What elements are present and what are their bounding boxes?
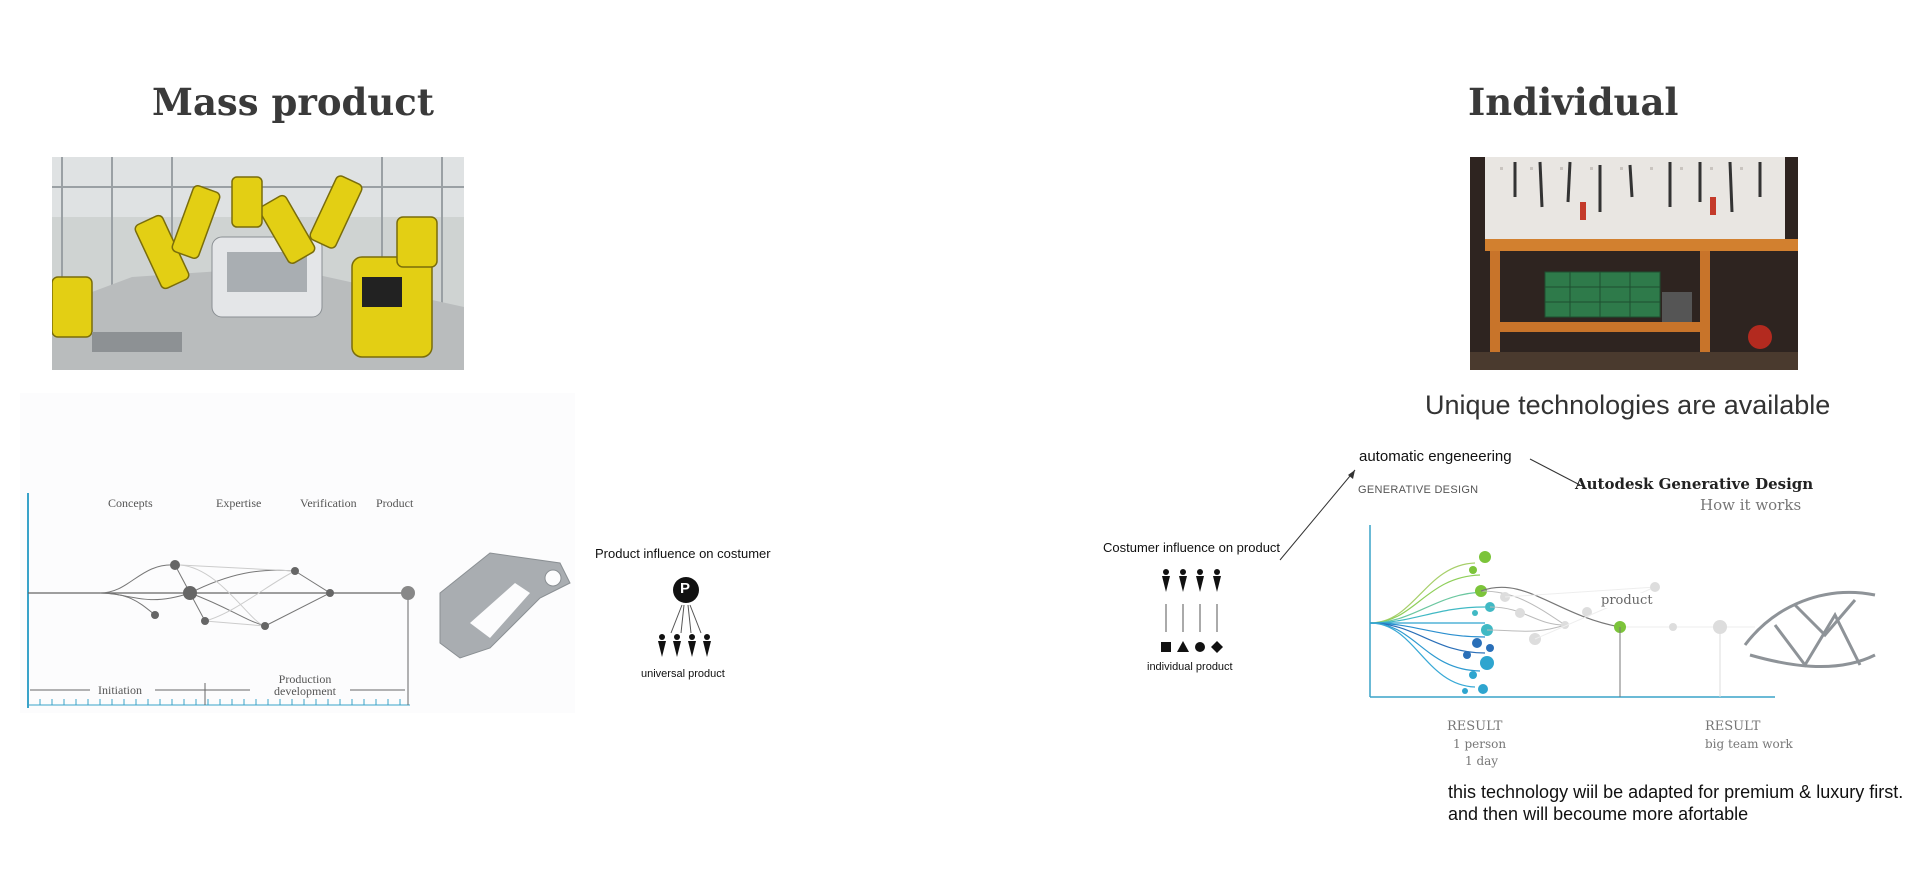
how-it-works-subheading: How it works [1700, 496, 1802, 514]
process-diagram: Concepts Expertise Verification Product … [20, 393, 575, 713]
unique-technologies-subtitle: Unique technologies are available [1425, 390, 1831, 420]
generative-design-tag: GENERATIVE DESIGN [1358, 484, 1479, 496]
premium-note-line-1: this technology wiil be adapted for prem… [1448, 782, 1904, 802]
result-left-detail-2: 1 day [1465, 754, 1499, 768]
result-left-detail-1: 1 person [1453, 737, 1507, 751]
phase-production-development: Production development [274, 672, 336, 698]
customer-influence-caption: Costumer influence on product [1103, 540, 1281, 555]
generative-design-panel: GENERATIVE DESIGN Autodesk Generative De… [1355, 475, 1895, 775]
product-badge: P [680, 580, 691, 597]
result-right-label: RESULT [1705, 719, 1761, 734]
result-right-detail-1: big team work [1705, 737, 1793, 751]
phase-initiation: Initiation [98, 683, 142, 697]
individual-product-icon [1158, 568, 1228, 660]
annotation-arrows [1279, 458, 1581, 561]
result-left-label: RESULT [1447, 719, 1503, 734]
stage-concepts: Concepts [108, 496, 153, 510]
automatic-engineering-annotation: automatic engeneering [1359, 448, 1512, 465]
stage-product: Product [376, 496, 414, 510]
universal-product-label: universal product [641, 668, 725, 680]
stage-verification: Verification [300, 496, 357, 510]
product-influence-caption: Product influence on costumer [595, 546, 771, 561]
workbench-image [1470, 157, 1798, 370]
individual-title: Individual [1468, 80, 1679, 124]
factory-robots-image [52, 157, 464, 370]
stage-expertise: Expertise [216, 496, 262, 510]
individual-product-label: individual product [1147, 661, 1233, 673]
product-node-label: product [1599, 593, 1655, 608]
autodesk-heading: Autodesk Generative Design [1575, 475, 1814, 493]
universal-product-icon: P [656, 575, 716, 665]
premium-note-line-2: and then will becoume more afortable [1448, 804, 1749, 824]
mass-product-title: Mass product [152, 80, 434, 124]
